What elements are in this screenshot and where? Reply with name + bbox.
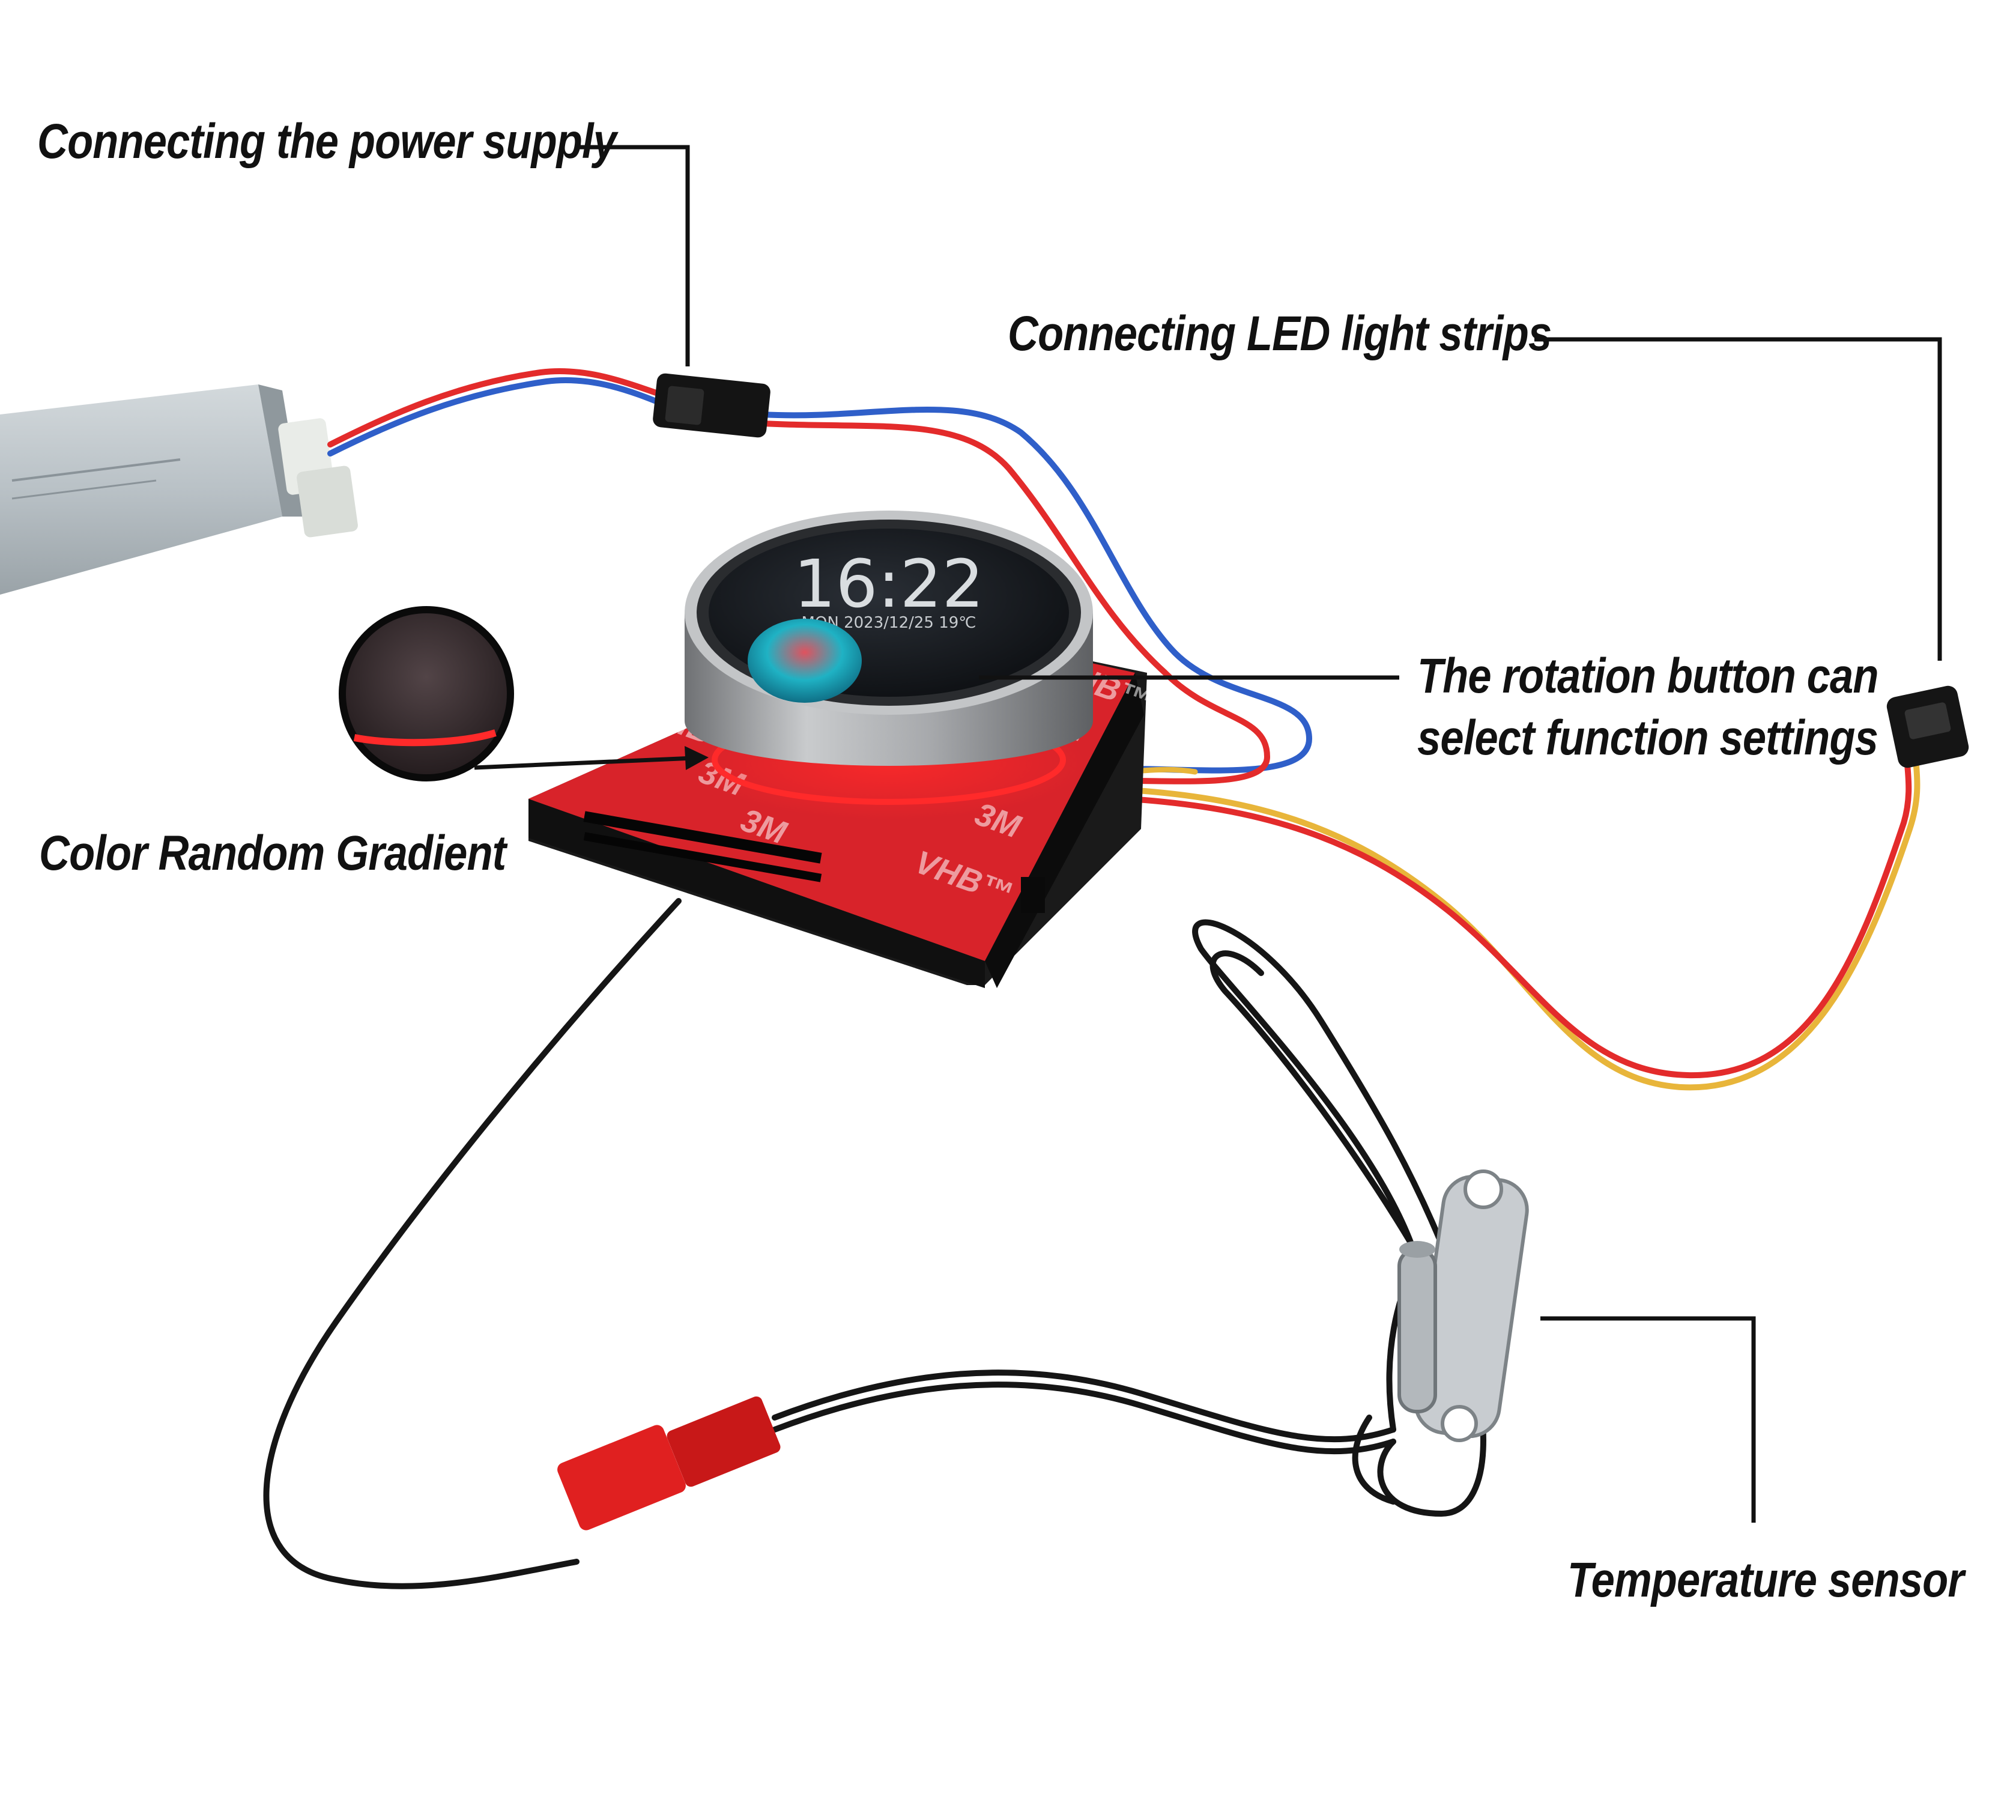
- callout-temperature-sensor: Temperature sensor: [1567, 1553, 1964, 1607]
- callout-rotation-line-2: select function settings: [1417, 710, 1878, 765]
- power-supply-leader: [577, 145, 690, 366]
- callout-color-gradient: Color Random Gradient: [39, 826, 506, 881]
- led-strip-wires: [1126, 751, 1921, 1091]
- callout-rotation-button: The rotation button can select function …: [1417, 646, 1878, 769]
- led-strip-connector: [1886, 685, 1969, 768]
- led-strips-leader: [1534, 337, 1942, 661]
- color-zoom-bubble: [339, 606, 514, 781]
- sensor-connector: [557, 1396, 781, 1530]
- screen-color-orb: [748, 619, 862, 703]
- callout-led-strips: Connecting LED light strips: [1008, 306, 1552, 361]
- sensor-cable: [263, 898, 1486, 1589]
- temperature-sensor-leader: [1540, 1316, 1756, 1523]
- power-wires: [327, 368, 1313, 784]
- temperature-probe: [1397, 1169, 1529, 1442]
- knob-screen: 16:22 MON 2023/12/25 19℃: [709, 529, 1069, 703]
- screen-time: 16:22: [793, 545, 984, 622]
- callout-rotation-line-1: The rotation button can: [1417, 649, 1878, 703]
- callout-power-supply: Connecting the power supply: [37, 114, 617, 169]
- color-gradient-arrow: [474, 746, 709, 770]
- power-connector: [653, 373, 770, 438]
- leader-lines: [577, 145, 1942, 1523]
- power-supply-unit: [0, 384, 358, 595]
